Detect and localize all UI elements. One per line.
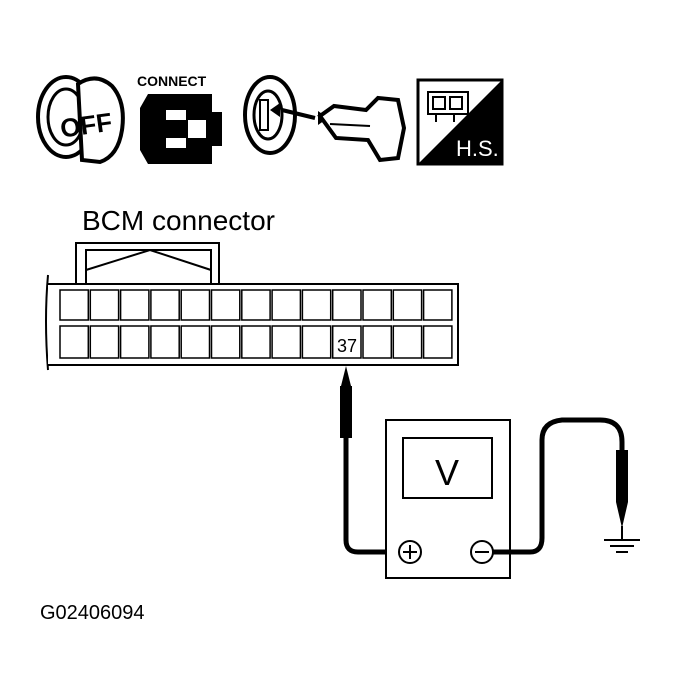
figure-code: G02406094 <box>40 602 145 624</box>
meter-display: V <box>435 452 459 493</box>
pin-cavity <box>362 325 393 359</box>
pin-cavity <box>241 325 271 359</box>
hs-label: H.S. <box>456 136 499 161</box>
harness-side-icon: H.S. <box>416 78 504 166</box>
pin-cavity <box>331 289 362 321</box>
pin-cavity <box>119 289 150 321</box>
connector-title: BCM connector <box>82 205 275 236</box>
pin-cavity <box>422 325 453 359</box>
pin-cavity <box>59 325 90 359</box>
pin-cavity <box>331 325 362 359</box>
connect-label: CONNECT <box>137 73 207 89</box>
ground-icon <box>604 539 640 553</box>
pin-cavity <box>422 289 453 321</box>
pin-cavity <box>180 289 211 321</box>
pin-cavity <box>150 325 180 359</box>
negative-probe <box>493 417 628 555</box>
key-removed-icon <box>243 75 407 163</box>
pin-cavity <box>392 325 423 359</box>
pin-cavity <box>150 289 180 321</box>
ignition-off-icon: OFF <box>36 75 125 165</box>
connector-pin-grid <box>59 289 453 359</box>
pin-cavity <box>271 289 302 321</box>
pin-cavity <box>89 289 120 321</box>
positive-probe <box>340 366 398 555</box>
pin-cavity <box>210 289 241 321</box>
pin-cavity <box>89 325 120 359</box>
ignition-off-label: OFF <box>58 107 114 144</box>
pin-cavity <box>301 325 332 359</box>
voltmeter: V <box>385 419 511 579</box>
pin-cavity <box>59 289 90 321</box>
pin-37-label: 37 <box>337 336 357 356</box>
bcm-connector: 37 <box>45 242 459 371</box>
pin-cavity <box>241 289 271 321</box>
pin-cavity <box>180 325 211 359</box>
pin-cavity <box>210 325 241 359</box>
connector-connect-icon: CONNECT <box>137 73 222 164</box>
pin-cavity <box>119 325 150 359</box>
pin-cavity <box>271 325 302 359</box>
pin-cavity <box>362 289 393 321</box>
pin-cavity <box>301 289 332 321</box>
pin-cavity <box>392 289 423 321</box>
